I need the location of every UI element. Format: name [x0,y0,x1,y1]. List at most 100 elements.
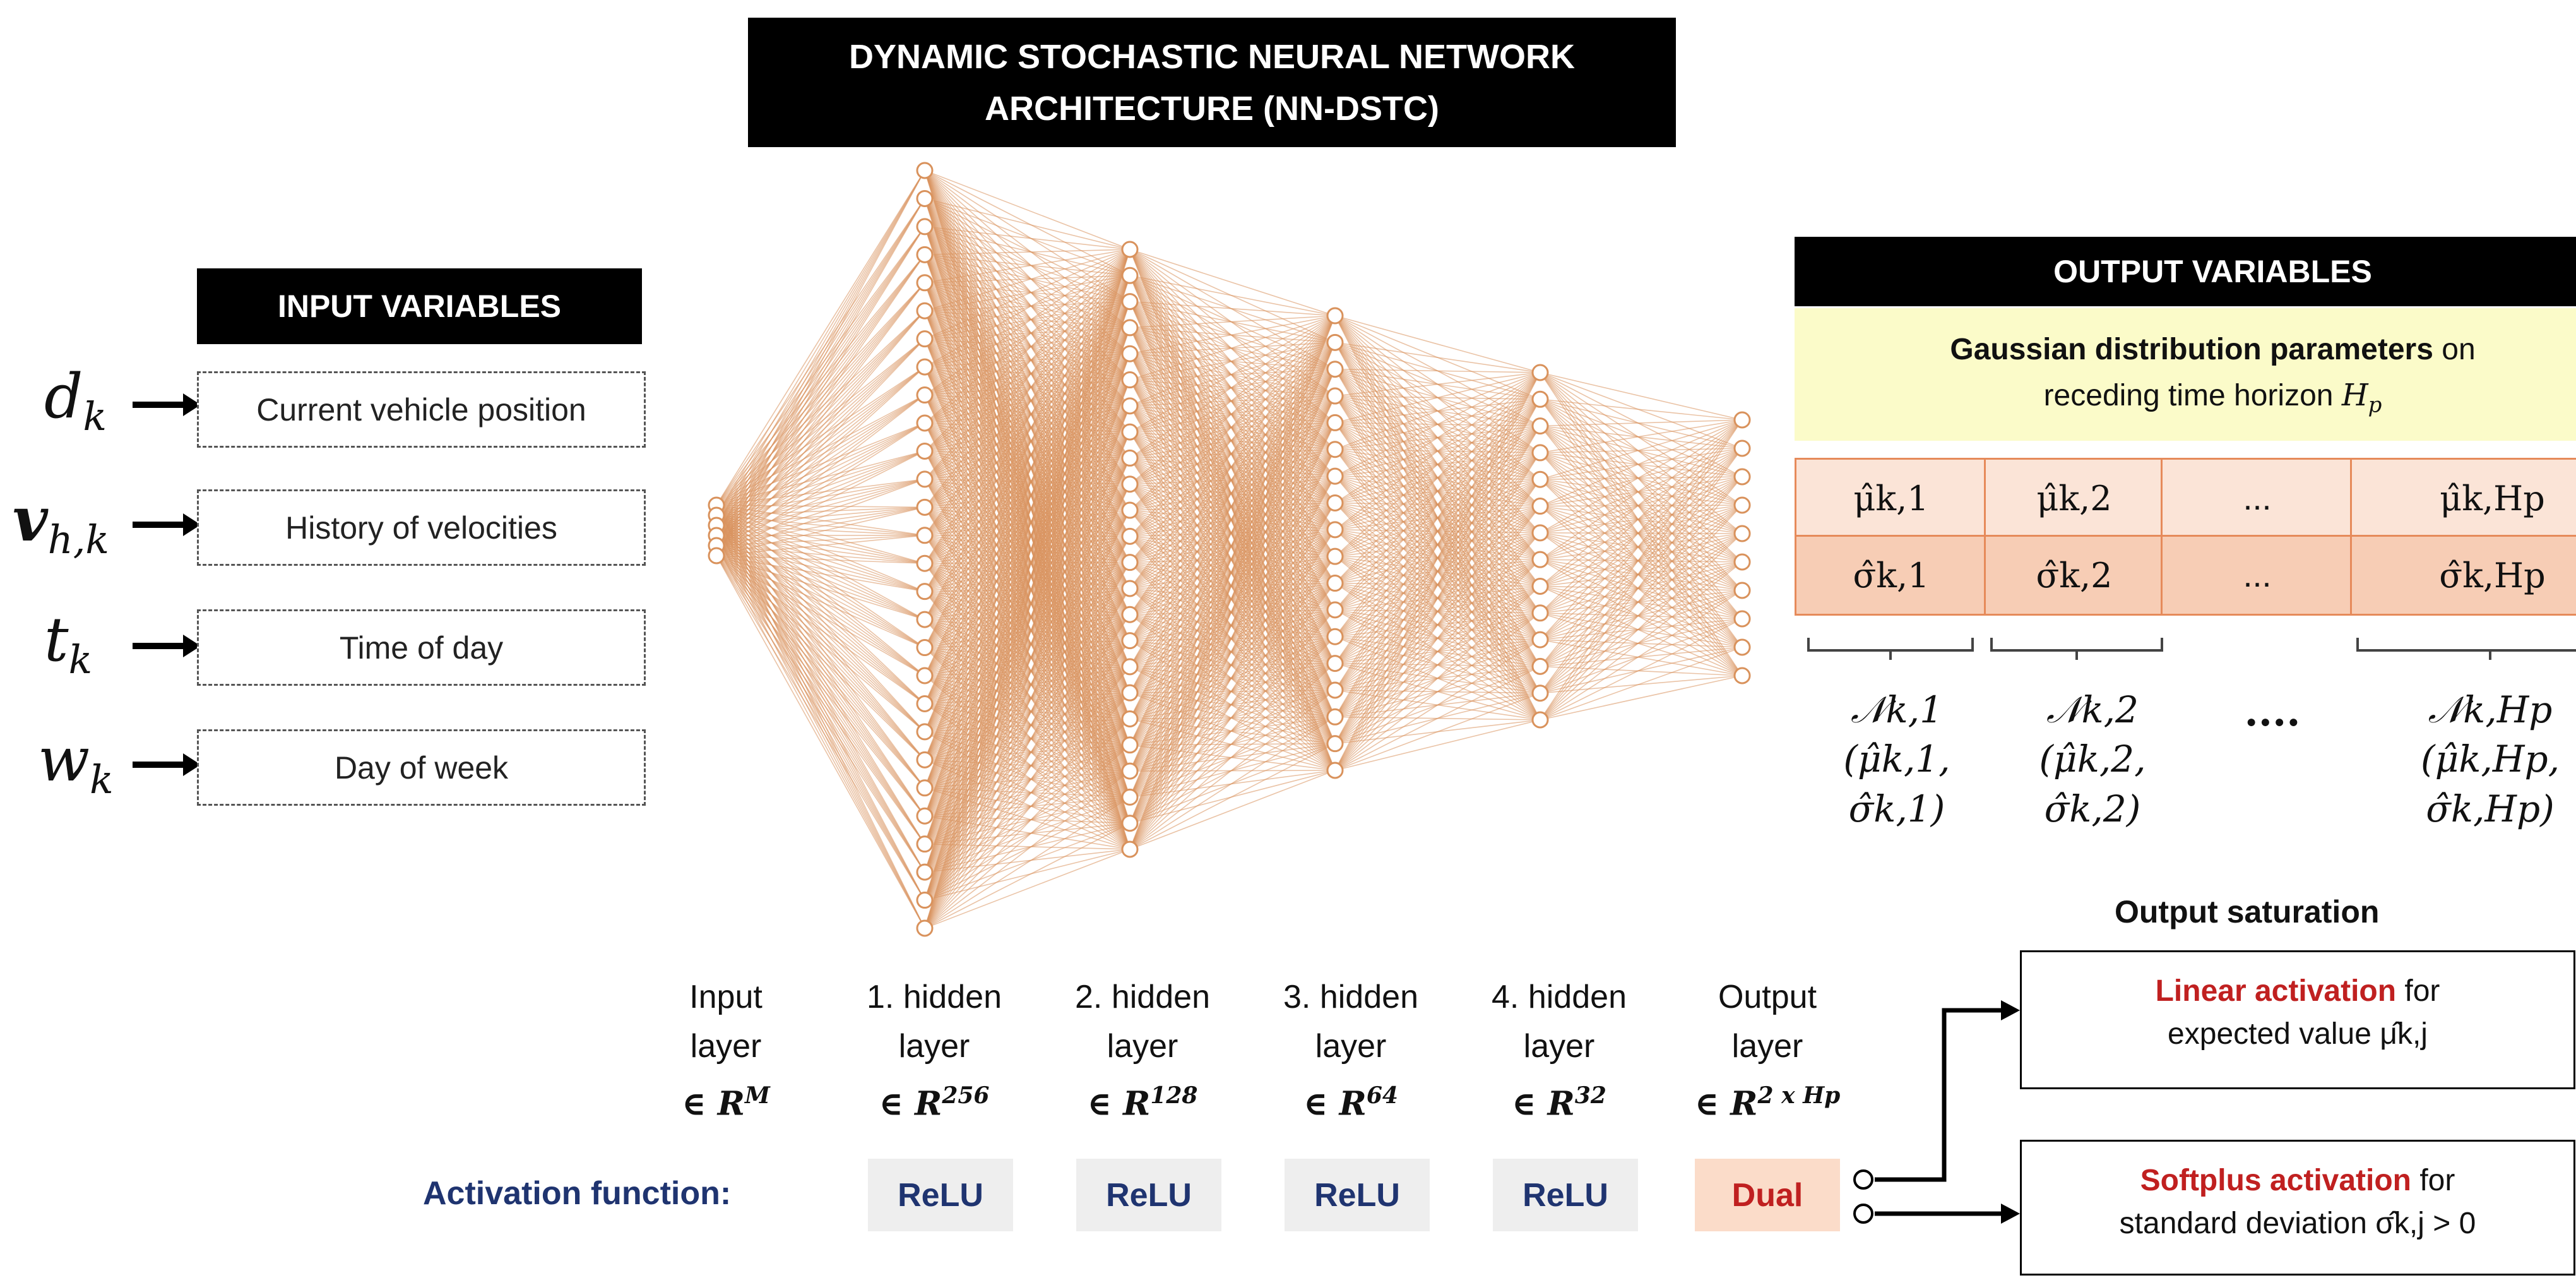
network-node [1733,525,1751,542]
neural-network-graph [708,162,1751,937]
network-title-line1: DYNAMIC STOCHASTIC NEURAL NETWORK [848,37,1575,76]
network-node [916,667,934,684]
input-box-velocities: History of velocities [197,489,646,566]
network-node [916,919,934,937]
input-box-position: Current vehicle position [197,371,646,448]
network-node [1733,553,1751,571]
network-node [1121,815,1139,832]
network-node [916,863,934,881]
network-node [916,583,934,601]
input-symbol-w: wk [38,724,114,803]
network-node [1531,684,1549,702]
network-node [1121,266,1139,284]
network-node [1121,293,1139,311]
network-node [1121,527,1139,545]
network-node [1326,601,1344,619]
brace [1807,638,1974,660]
network-node [1531,577,1549,595]
network-node [916,527,934,544]
network-node [1121,423,1139,441]
network-node [1326,521,1344,539]
network-node [916,611,934,628]
network-node [1733,411,1751,429]
network-node [1326,547,1344,565]
network-node [1326,681,1344,699]
network-node [1121,788,1139,806]
network-node [1733,610,1751,628]
network-node [916,835,934,853]
network-node [916,274,934,292]
network-node [1121,345,1139,362]
table-cell: σ̂k,Hp [2350,535,2576,616]
network-node [1326,762,1344,779]
table-cell: σ̂k,1 [1795,535,1988,616]
network-node [1326,494,1344,511]
network-node [916,723,934,741]
network-node [916,470,934,488]
table-braces [1807,638,2576,660]
network-node [1326,467,1344,485]
network-node [1121,580,1139,597]
network-node [1326,628,1344,645]
network-node [916,892,934,909]
network-node [1531,364,1549,381]
table-cell: μ̂k,2 [1984,458,2164,539]
network-node [1121,736,1139,754]
network-node [1326,307,1344,325]
input-box-time: Time of day [197,609,646,686]
activation-dual: Dual [1695,1159,1840,1231]
network-node [1326,361,1344,378]
network-node [1121,658,1139,676]
output-variables-title: OUTPUT VARIABLES [1795,237,2576,306]
brace [2356,638,2576,660]
brace [1990,638,2163,660]
network-node [1531,390,1549,408]
input-symbol-v: vh,k [13,484,109,563]
normal-hp: 𝒩k,Hp(μ̂k,Hp, σ̂k,Hp) [2420,688,2560,830]
network-node [916,218,934,236]
network-node [916,779,934,797]
network-node [916,554,934,572]
input-symbol-t: tk [44,604,93,683]
network-node [916,302,934,320]
network-node [1531,631,1549,648]
network-node [1326,333,1344,351]
normal-2: 𝒩k,2(μ̂k,2, σ̂k,2) [2039,688,2146,830]
softplus-activation-box: Softplus activation for standard deviati… [2020,1140,2575,1276]
activation-relu-1: ReLU [868,1159,1013,1231]
network-node [916,358,934,376]
network-node [1121,762,1139,780]
network-node [1121,241,1139,258]
network-node [1531,551,1549,568]
activation-relu-2: ReLU [1076,1159,1221,1231]
network-node [1326,655,1344,672]
network-node [1326,575,1344,592]
gaussian-parameters-caption: Gaussian distribution parameters on rece… [1795,308,2576,441]
network-node [916,414,934,432]
network-node [1326,387,1344,405]
network-node [1733,496,1751,514]
network-node [708,547,725,565]
network-node [1531,444,1549,462]
network-node [1733,638,1751,656]
network-node [1121,710,1139,727]
network-node [916,246,934,263]
network-node [916,162,934,179]
activation-relu-4: ReLU [1493,1159,1638,1231]
network-node [1531,604,1549,622]
network-node [916,751,934,768]
network-node [1733,468,1751,486]
network-node [1121,840,1139,858]
network-node [916,639,934,657]
network-node [1326,708,1344,726]
network-node [916,807,934,825]
input-variables-title: INPUT VARIABLES [197,268,642,344]
network-node [916,695,934,712]
network-node [916,386,934,404]
